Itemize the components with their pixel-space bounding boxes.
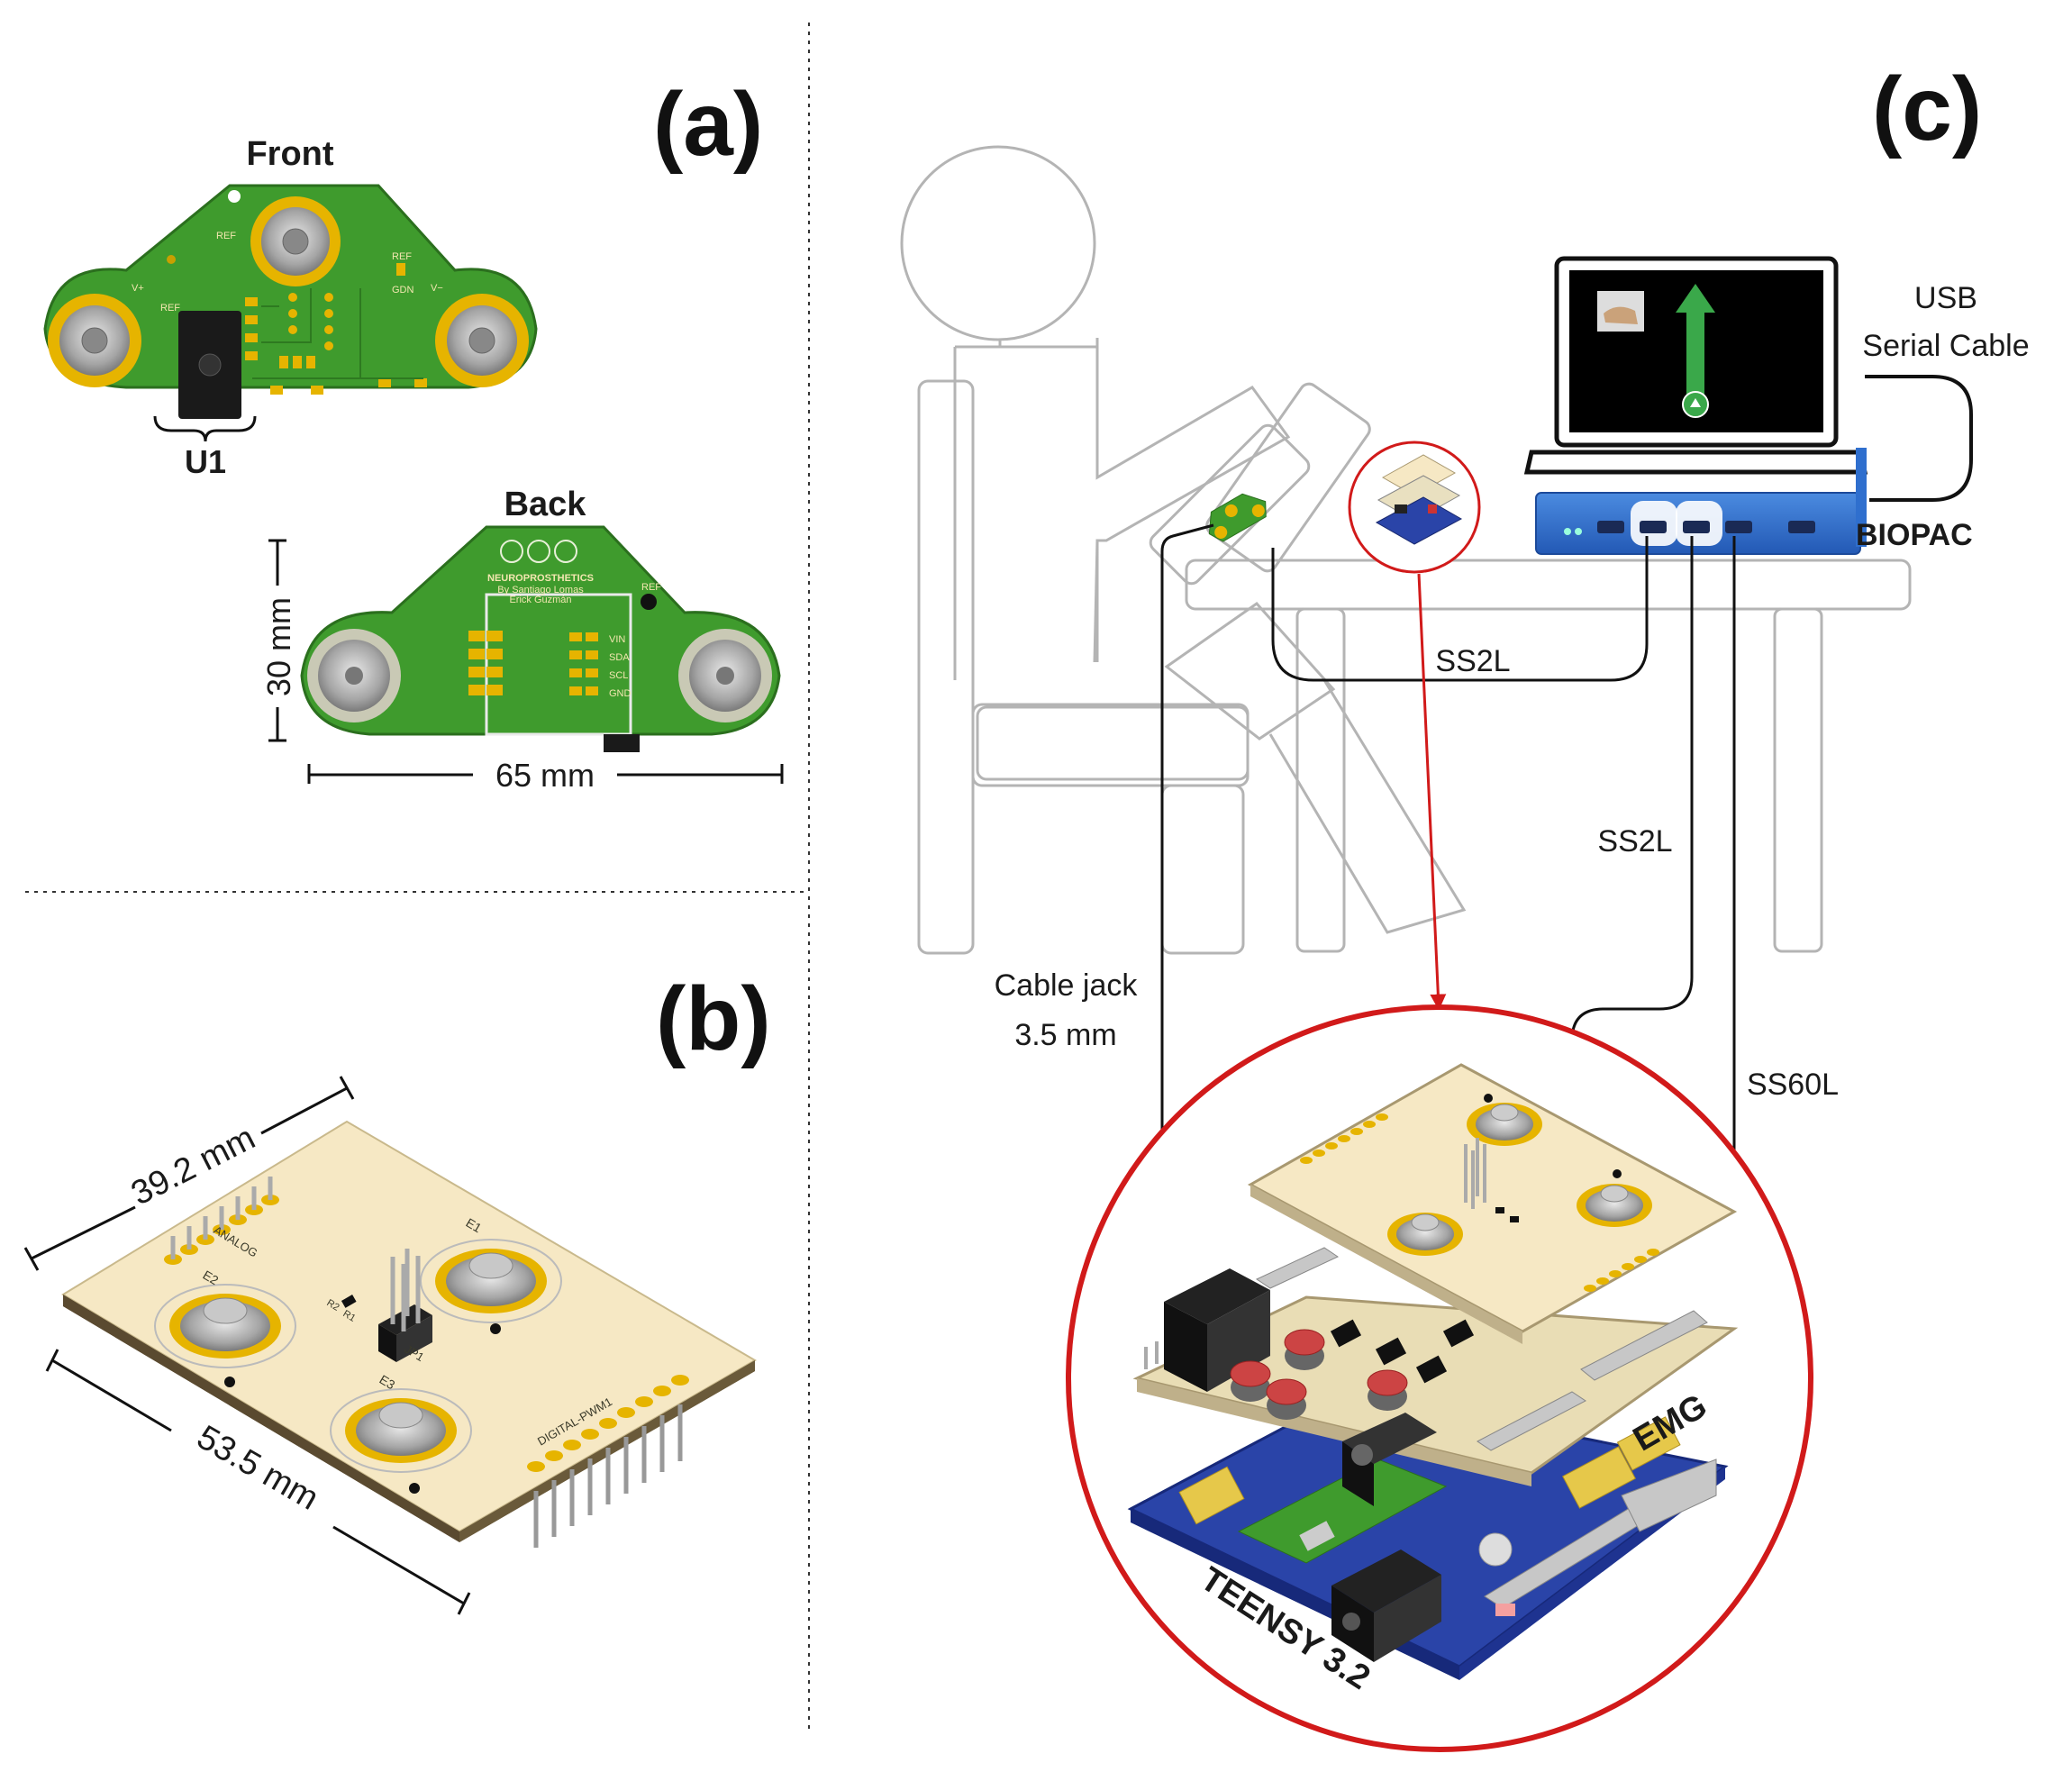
leg-outline bbox=[1164, 602, 1467, 934]
panel-b: (b) 39.2 mm 53.5 mm bbox=[23, 968, 771, 1615]
silk-scl: SCL bbox=[609, 670, 628, 681]
front-electrode-vplus bbox=[48, 294, 141, 387]
back-electrode-right bbox=[678, 629, 772, 722]
silk-author2: Erick Guzmán bbox=[509, 595, 571, 605]
dim-bottom-line bbox=[45, 1349, 471, 1615]
silk-e3: E3 bbox=[377, 1372, 397, 1393]
electrode-board-3d: ANALOG DIGITAL-PWM1 E1 E2 E3 JP1 R1 R2 bbox=[61, 1120, 757, 1548]
panel-a: (a) Front bbox=[43, 74, 784, 794]
cable-jack-label-1: Cable jack bbox=[995, 968, 1139, 1003]
width-dimension bbox=[307, 764, 784, 784]
biopac-label: BIOPAC bbox=[1856, 518, 1973, 552]
biopac-device bbox=[1535, 448, 1867, 555]
cable-jack bbox=[1160, 523, 1214, 1293]
laptop bbox=[1523, 256, 1868, 475]
person-outline bbox=[900, 145, 1371, 781]
cable-jack-label-2: 3.5 mm bbox=[1014, 1018, 1116, 1052]
barrel-jack-bottom bbox=[1331, 1549, 1441, 1662]
u1-brace bbox=[153, 415, 257, 442]
width-dim-label: 65 mm bbox=[495, 757, 595, 794]
arm-outline bbox=[1149, 423, 1311, 586]
electrode-e3 bbox=[330, 1388, 472, 1473]
silk-vplus: V+ bbox=[132, 283, 144, 294]
ss60l-label: SS60L bbox=[1747, 1068, 1839, 1102]
cable-ss2l-1 bbox=[1271, 536, 1649, 682]
jumper-jp1 bbox=[378, 1249, 432, 1362]
silk-gnd: GND bbox=[609, 688, 632, 699]
back-label: Back bbox=[504, 486, 587, 523]
silk-sda: SDA bbox=[609, 652, 630, 663]
panel-b-label: (b) bbox=[656, 968, 771, 1069]
front-label: Front bbox=[246, 135, 333, 173]
silk-author1: By Santiago Lomas bbox=[497, 585, 584, 595]
silk-vin: VIN bbox=[609, 634, 625, 645]
front-pcb: REF V+ V− REF GDN REF bbox=[43, 184, 538, 419]
usb-label-2: Serial Cable bbox=[1862, 329, 2029, 363]
u1-label: U1 bbox=[185, 443, 226, 480]
height-dimension bbox=[268, 539, 286, 742]
silk-e1: E1 bbox=[463, 1215, 484, 1236]
silk-title: NEUROPROSTHETICS bbox=[487, 573, 594, 584]
top-electrode-2 bbox=[1387, 1213, 1463, 1256]
silk-ref-2: REF bbox=[392, 251, 412, 262]
up-arrow-icon bbox=[1676, 284, 1715, 418]
electrode-e1 bbox=[420, 1239, 562, 1323]
ss2l-label-1: SS2L bbox=[1435, 644, 1510, 678]
audio-jack-emg bbox=[1164, 1268, 1270, 1392]
front-electrode-ref bbox=[250, 196, 341, 286]
device-highlight-small bbox=[1348, 441, 1481, 574]
device-assembly-zoom bbox=[1066, 1004, 1813, 1752]
top-electrode-3 bbox=[1577, 1184, 1652, 1227]
silk-gdn: GDN bbox=[392, 285, 414, 295]
brain-logo-icon-3 bbox=[554, 540, 577, 563]
panel-c-label: (c) bbox=[1872, 59, 1982, 159]
silk-ref-1: REF bbox=[216, 231, 236, 241]
top-electrode-1 bbox=[1467, 1103, 1542, 1146]
height-dim-label: 30 mm bbox=[260, 597, 297, 696]
chair-outline bbox=[917, 379, 1250, 955]
brain-logo-icon-2 bbox=[527, 540, 550, 563]
silk-back-ref: REF bbox=[641, 582, 661, 593]
back-electrode-left bbox=[307, 629, 401, 722]
ss2l-label-2: SS2L bbox=[1597, 824, 1672, 859]
silk-e2: E2 bbox=[200, 1268, 221, 1288]
panel-c: (c) bbox=[900, 59, 2030, 1752]
brain-logo-icon bbox=[500, 540, 523, 563]
usb-cable bbox=[1865, 375, 1973, 502]
front-electrode-vminus bbox=[435, 294, 529, 387]
dim-top-line bbox=[23, 1076, 355, 1271]
zoom-arrow bbox=[1417, 573, 1447, 1011]
silk-ref-3: REF bbox=[160, 303, 180, 314]
arm-sensor-icon bbox=[1208, 493, 1267, 542]
capacitors bbox=[1230, 1329, 1408, 1420]
desk-outline bbox=[1185, 559, 1912, 953]
back-pcb: NEUROPROSTHETICS By Santiago Lomas Erick… bbox=[300, 525, 781, 752]
panel-a-label: (a) bbox=[653, 74, 763, 175]
silk-vminus: V− bbox=[431, 283, 443, 294]
usb-label-1: USB bbox=[1914, 281, 1977, 315]
cable-ss2l-2 bbox=[1570, 536, 1694, 1117]
electrode-e2 bbox=[154, 1284, 296, 1368]
